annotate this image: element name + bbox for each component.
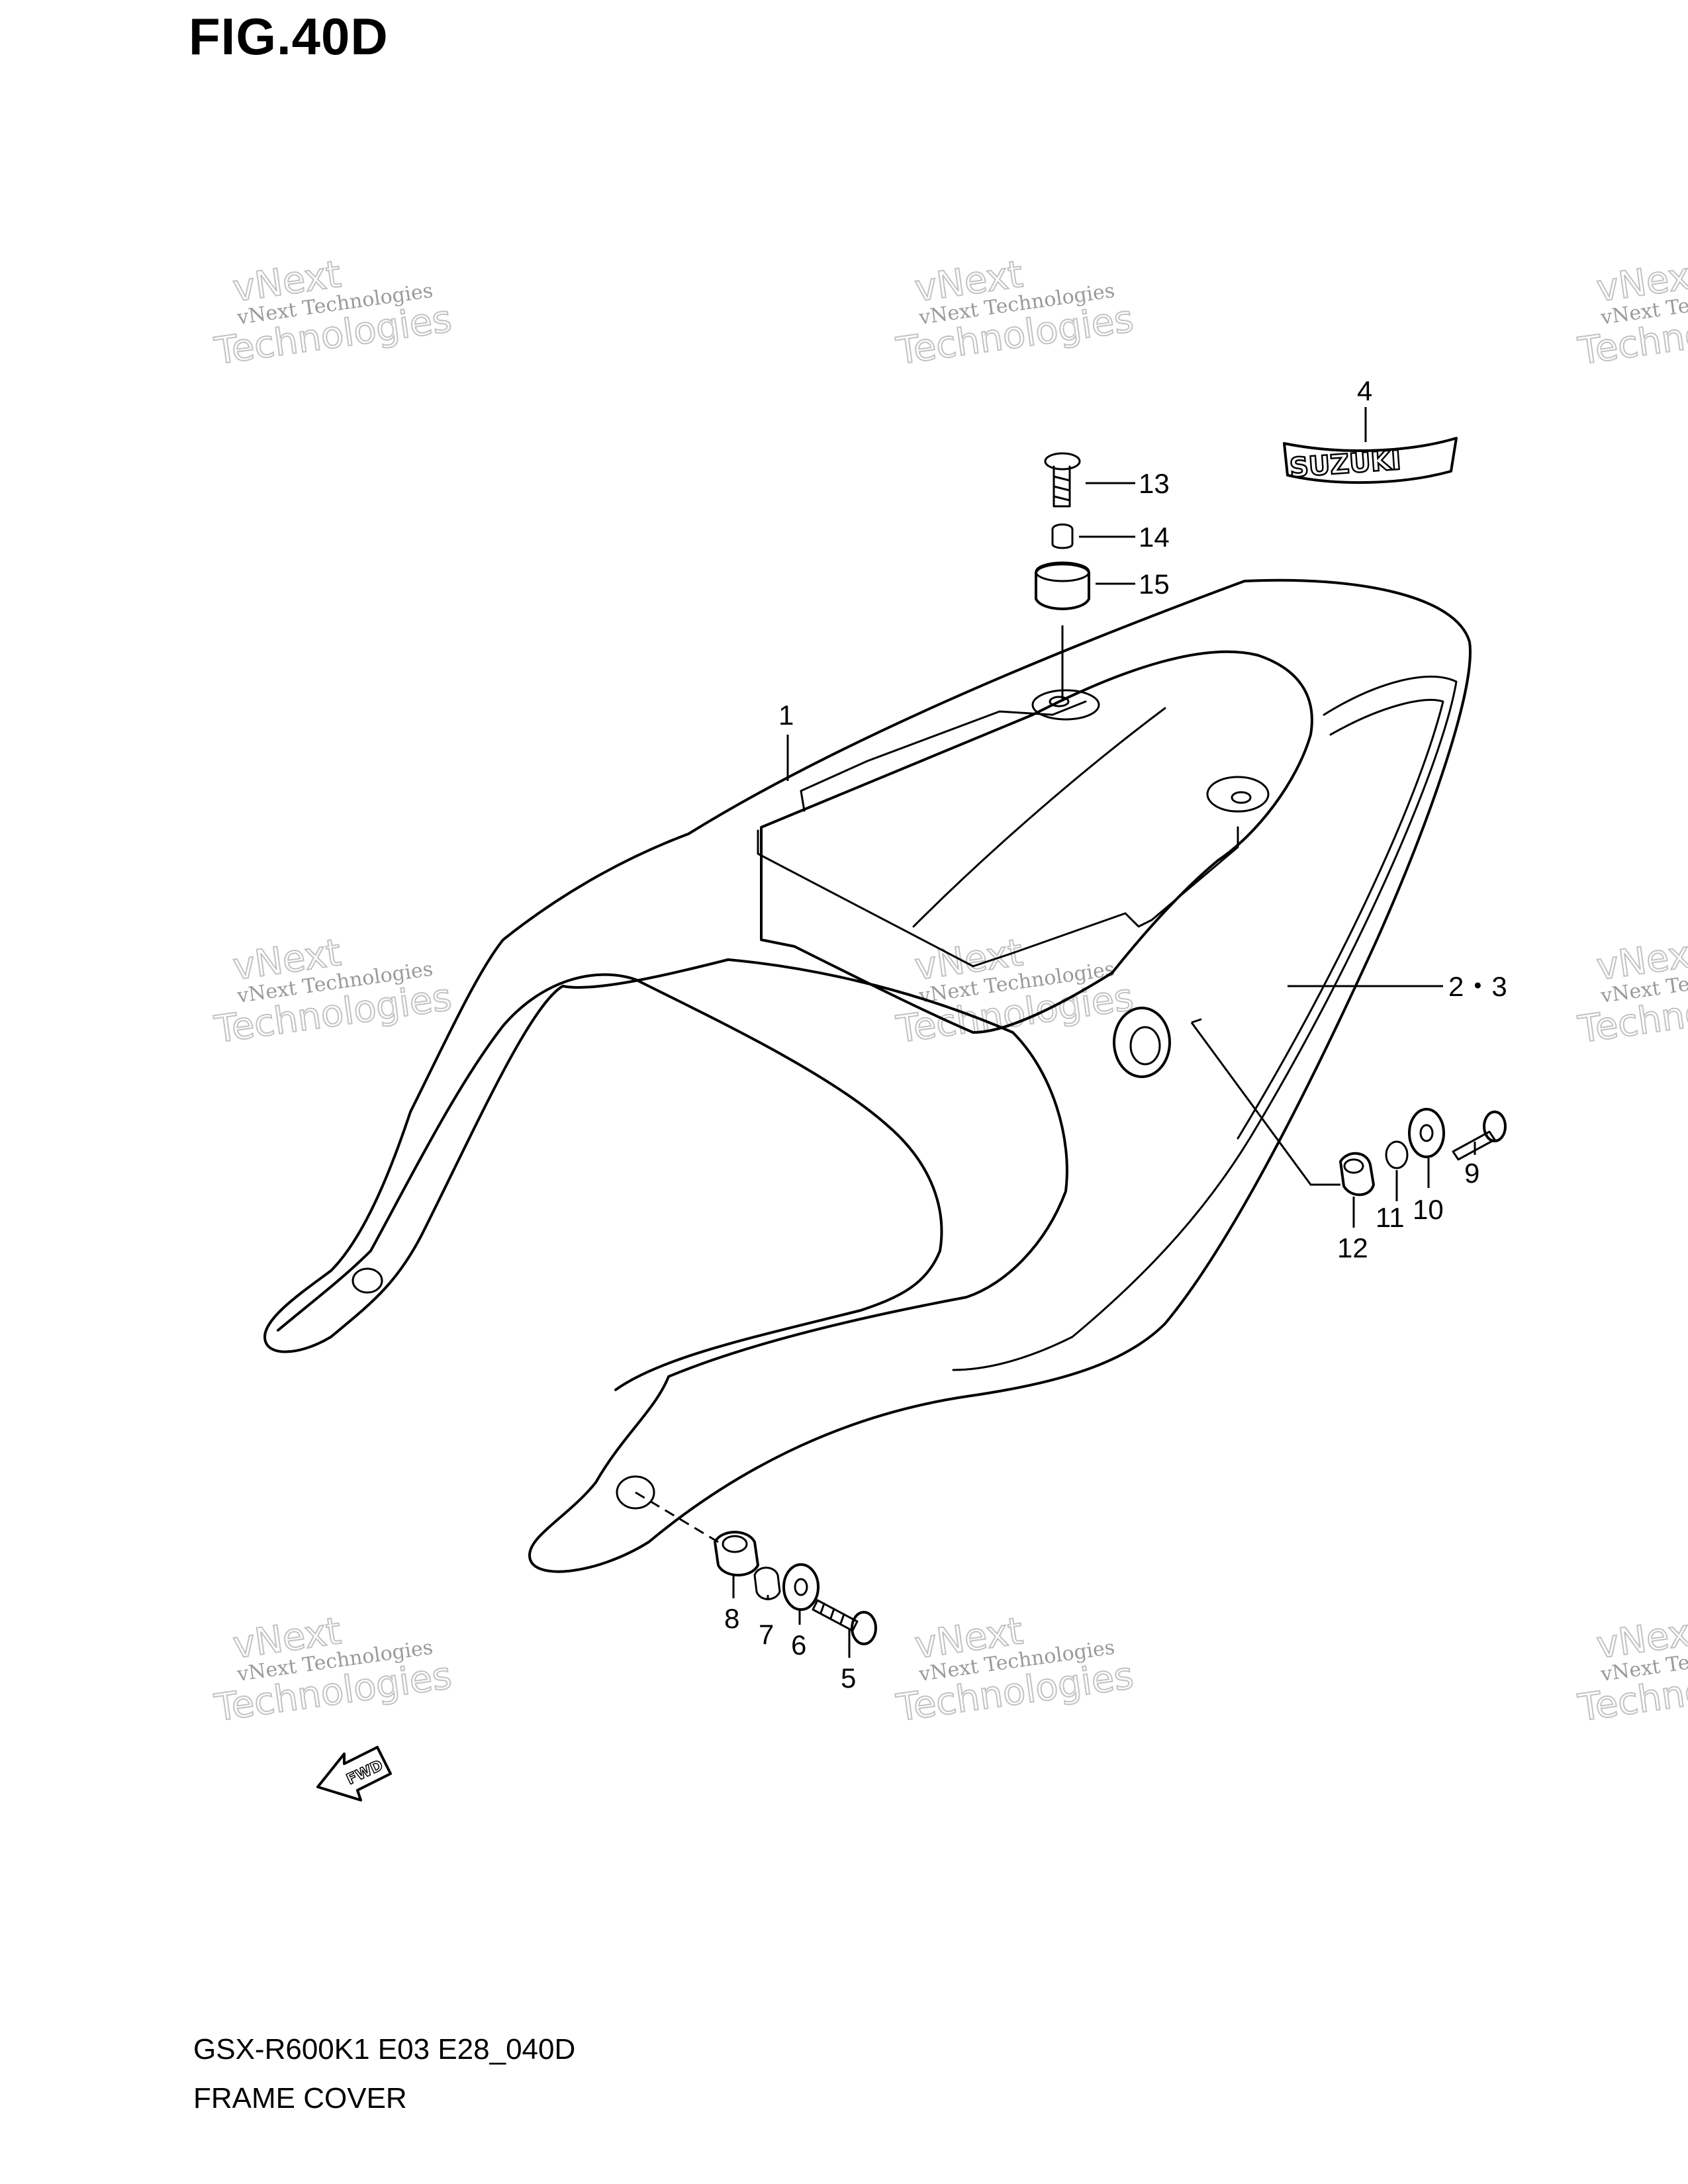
figure-name: FRAME COVER bbox=[193, 2082, 407, 2115]
screw-13-thread bbox=[1053, 475, 1071, 502]
callout-9: 9 bbox=[1464, 1158, 1479, 1189]
seat-mount-plate bbox=[757, 826, 1239, 968]
cushion-15 bbox=[1035, 563, 1090, 610]
grommet-8-hole bbox=[722, 1535, 748, 1553]
callouts: 1 2・3 4 13 14 15 9 10 11 12 5 6 7 8 bbox=[724, 375, 1507, 1694]
grommet-12 bbox=[1339, 1152, 1375, 1197]
rear-mount-hole bbox=[1231, 791, 1252, 804]
frame-cover-outline bbox=[263, 578, 1472, 1573]
collar-7 bbox=[753, 1567, 781, 1600]
callout-11: 11 bbox=[1376, 1202, 1405, 1233]
watermark-4: vNext vNext Technologies Technologies bbox=[211, 931, 455, 1052]
fwd-arrow-shape bbox=[316, 1746, 392, 1801]
side-grommet-hole bbox=[1113, 1007, 1171, 1078]
callout-8: 8 bbox=[724, 1603, 739, 1634]
screw-9-head bbox=[1483, 1111, 1507, 1142]
watermark-9: vNext vNext Technologies Technologies bbox=[1575, 1609, 1688, 1731]
screw-5-shank bbox=[812, 1599, 859, 1632]
side-stripe-inner bbox=[1237, 699, 1444, 1140]
top-mount-boss bbox=[1031, 689, 1100, 721]
washer-6-hole bbox=[794, 1578, 808, 1596]
front-fastener-stack bbox=[635, 1491, 877, 1645]
side-stripe bbox=[952, 675, 1458, 1371]
watermark-7: vNext vNext Technologies Technologies bbox=[211, 1609, 455, 1731]
watermark-1: vNext vNext Technologies Technologies bbox=[211, 252, 455, 374]
callout-6: 6 bbox=[791, 1629, 806, 1661]
front-left-grommet bbox=[352, 1267, 383, 1294]
callout-15: 15 bbox=[1139, 569, 1170, 600]
suzuki-emblem: SUZUKI bbox=[1283, 437, 1458, 484]
frame-cover-part bbox=[263, 578, 1472, 1573]
emblem-shape bbox=[1283, 437, 1458, 484]
callout-2-3: 2・3 bbox=[1448, 971, 1507, 1002]
screw-5-thread bbox=[820, 1602, 845, 1625]
callout-13: 13 bbox=[1139, 468, 1170, 499]
washer-10-hole bbox=[1419, 1124, 1434, 1142]
fwd-direction-arrow: FWD bbox=[316, 1746, 392, 1801]
collar-11 bbox=[1385, 1140, 1409, 1169]
front-right-grommet bbox=[616, 1475, 655, 1510]
washer-10 bbox=[1408, 1108, 1445, 1158]
collar-14 bbox=[1051, 523, 1074, 549]
top-mount-hole bbox=[1049, 696, 1070, 707]
frame-cover-tail-opening bbox=[760, 650, 1313, 1034]
screw-5-head bbox=[851, 1611, 877, 1645]
side-grommet-inner bbox=[1129, 1026, 1161, 1066]
watermark-6: vNext vNext Technologies Technologies bbox=[1575, 931, 1688, 1052]
watermark-3: vNext vNext Technologies Technologies bbox=[1575, 252, 1688, 374]
side-stack-leader-tip bbox=[1191, 1018, 1202, 1024]
watermark-2: vNext vNext Technologies Technologies bbox=[893, 252, 1137, 374]
emblem-text: SUZUKI bbox=[1289, 445, 1402, 484]
seat-mount-ridge bbox=[800, 700, 1087, 812]
screw-13-head bbox=[1044, 452, 1081, 471]
watermark-8: vNext vNext Technologies Technologies bbox=[893, 1609, 1137, 1731]
top-fastener-stack bbox=[1035, 452, 1090, 702]
figure-title: FIG.40D bbox=[189, 7, 389, 66]
frame-cover-inner-loop bbox=[277, 973, 943, 1391]
callout-10: 10 bbox=[1413, 1194, 1444, 1225]
rear-mount-boss bbox=[1206, 776, 1270, 813]
callout-1: 1 bbox=[778, 700, 794, 731]
callout-5: 5 bbox=[841, 1662, 856, 1694]
callout-14: 14 bbox=[1139, 522, 1170, 553]
grommet-12-hole bbox=[1343, 1158, 1364, 1174]
washer-6 bbox=[782, 1563, 820, 1611]
callout-12: 12 bbox=[1337, 1232, 1368, 1263]
side-stack-leader bbox=[1190, 1022, 1340, 1186]
callout-4: 4 bbox=[1357, 375, 1372, 406]
model-code: GSX-R600K1 E03 E28_040D bbox=[193, 2033, 576, 2066]
center-rail bbox=[912, 707, 1166, 928]
callout-7: 7 bbox=[759, 1619, 774, 1650]
grommet-8 bbox=[714, 1531, 759, 1576]
cushion-15-top bbox=[1035, 561, 1090, 582]
side-fastener-stack bbox=[1190, 1018, 1507, 1197]
